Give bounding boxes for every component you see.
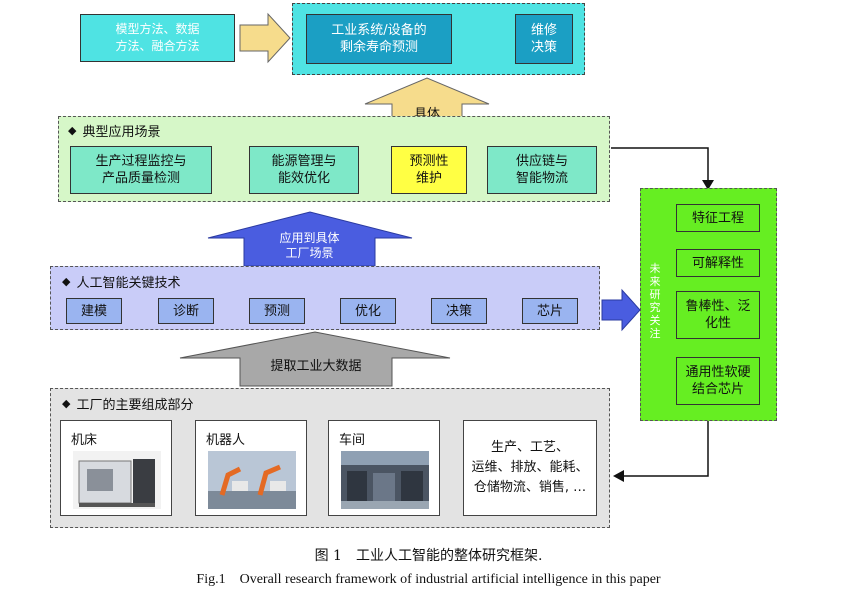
card-robot: 机器人	[195, 420, 307, 516]
apply-arrow-label: 应用到具体 工厂场景	[279, 231, 340, 260]
app-item-energy: 能源管理与 能效优化	[249, 146, 359, 194]
future-item-general-chip: 通用性软硬 结合芯片	[676, 357, 760, 405]
ai-to-future-arrow	[601, 288, 641, 332]
extract-arrow-label: 提取工业大数据	[270, 358, 362, 374]
caption-cn: 图 1 工业人工智能的整体研究框架.	[314, 548, 543, 564]
maintenance-box: 维修 决策	[515, 14, 573, 64]
card-other-components: 生产、工艺、 运维、排放、能耗、 仓储物流、销售, …	[463, 420, 597, 516]
card-label: 机器人	[206, 433, 246, 448]
app-item-monitoring: 生产过程监控与 产品质量检测	[70, 146, 212, 194]
ai-item-decision: 决策	[431, 298, 487, 324]
ai-tech-title: ◆ 人工智能关键技术	[62, 275, 181, 291]
applications-title: ◆ 典型应用场景	[68, 124, 161, 140]
rul-box: 工业系统/设备的 剩余寿命预测	[306, 14, 452, 64]
methods-arrow	[239, 12, 291, 64]
ai-item-optimization: 优化	[340, 298, 396, 324]
card-label: 机床	[71, 433, 98, 448]
extract-arrow	[179, 331, 451, 387]
apply-arrow	[207, 211, 413, 267]
ai-tech-panel	[50, 266, 600, 330]
ai-item-chip: 芯片	[522, 298, 578, 324]
apps-to-future-line	[611, 147, 709, 182]
ai-item-modeling: 建模	[66, 298, 122, 324]
robot-image	[208, 451, 296, 509]
ai-item-prediction: 预测	[249, 298, 305, 324]
app-item-predictive-maintenance: 预测性 维护	[391, 146, 467, 194]
factory-title: ◆ 工厂的主要组成部分	[62, 397, 194, 413]
methods-box: 模型方法、数据 方法、融合方法	[80, 14, 235, 62]
workshop-image	[341, 451, 429, 509]
ai-item-diagnosis: 诊断	[158, 298, 214, 324]
machine-tool-image	[73, 451, 161, 509]
future-item-robustness: 鲁棒性、泛 化性	[676, 291, 760, 339]
future-title: 未来研究关注	[649, 262, 661, 340]
card-workshop: 车间	[328, 420, 440, 516]
future-to-factory-line	[622, 421, 709, 477]
diamond-icon: ◆	[62, 397, 71, 410]
app-item-supply-chain: 供应链与 智能物流	[487, 146, 597, 194]
card-label: 车间	[339, 433, 366, 448]
future-item-feature-engineering: 特征工程	[676, 204, 760, 232]
card-machine-tool: 机床	[60, 420, 172, 516]
diamond-icon: ◆	[68, 124, 77, 137]
future-item-interpretability: 可解释性	[676, 249, 760, 277]
caption-en: Fig.1 Overall research framework of indu…	[196, 572, 661, 587]
diamond-icon: ◆	[62, 275, 71, 288]
